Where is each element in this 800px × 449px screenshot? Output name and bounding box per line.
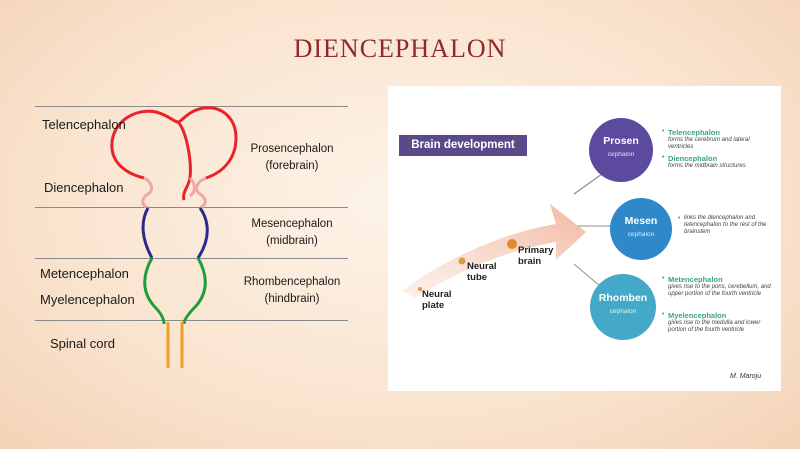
telencephalon-shape bbox=[110, 106, 238, 180]
label-telencephalon: Telencephalon bbox=[42, 117, 126, 132]
circle-prosen-label: Prosen bbox=[603, 135, 639, 147]
connector-rhomben bbox=[573, 263, 601, 287]
stage-neural-plate-line2: plate bbox=[422, 300, 445, 311]
rhombencephalon-shape-right bbox=[182, 257, 207, 325]
label-prosencephalon-group: Prosencephalon (forebrain) bbox=[240, 141, 344, 175]
desc-mesencephalon-text: links the diencephalon and telencephalon… bbox=[684, 215, 767, 235]
circle-rhombencephalon: Rhomben cephalon bbox=[590, 274, 656, 340]
desc-telencephalon-heading: Telencephalon bbox=[668, 128, 720, 137]
divider-midbrain bbox=[35, 258, 348, 259]
page-title: DIENCEPHALON bbox=[293, 34, 507, 63]
mesencephalon-shape-left bbox=[141, 207, 154, 259]
circle-prosen-sub: cephalon bbox=[607, 151, 635, 158]
divider-forebrain bbox=[35, 207, 348, 208]
bullet-icon: • bbox=[678, 215, 681, 222]
desc-mesencephalon: • links the diencephalon and telencephal… bbox=[678, 215, 776, 236]
desc-metencephalon-text: gives rise to the pons, cerebellum, and … bbox=[668, 284, 771, 297]
divider-top bbox=[35, 106, 348, 107]
dot-primary-brain bbox=[507, 239, 517, 249]
diencephalon-shape-left bbox=[141, 176, 153, 210]
desc-diencephalon-heading: Diencephalon bbox=[668, 154, 718, 163]
circle-rhomben-label: Rhomben bbox=[598, 292, 648, 304]
diencephalon-inner-left bbox=[176, 120, 192, 201]
diencephalon-shape-right bbox=[195, 176, 207, 210]
diencephalon-inner-pink bbox=[188, 176, 196, 198]
dot-neural-plate bbox=[418, 287, 422, 291]
circle-prosencephalon: Prosen cephalon bbox=[589, 118, 653, 182]
label-mesencephalon-group: Mesencephalon (midbrain) bbox=[240, 216, 344, 250]
development-arrow bbox=[402, 173, 614, 298]
author-signature: M. Maroju bbox=[730, 373, 762, 380]
label-rhombencephalon: Rhombencephalon bbox=[243, 276, 341, 288]
brain-development-panel: Brain development Neural plate Neural tu… bbox=[388, 86, 781, 391]
stage-neural-tube-line1: Neural bbox=[467, 261, 497, 272]
stage-neural-tube-line2: tube bbox=[467, 272, 488, 283]
label-mesencephalon: Mesencephalon bbox=[251, 218, 333, 230]
desc-diencephalon-text: forms the midbrain structures bbox=[668, 163, 746, 169]
dot-neural-tube bbox=[458, 257, 466, 265]
stage-primary-brain: Primary brain bbox=[518, 245, 553, 267]
divider-hindbrain bbox=[35, 320, 348, 321]
label-myelencephalon: Myelencephalon bbox=[40, 292, 135, 307]
bullet-icon: • bbox=[662, 154, 665, 161]
label-spinal-cord: Spinal cord bbox=[50, 336, 116, 351]
desc-telencephalon: • Telencephalon forms the cerebrum and l… bbox=[662, 128, 774, 151]
label-rhombencephalon-group: Rhombencephalon (hindbrain) bbox=[234, 274, 350, 308]
label-midbrain: (midbrain) bbox=[266, 235, 318, 247]
arrow-shape bbox=[402, 204, 586, 298]
desc-diencephalon: • Diencephalon forms the midbrain struct… bbox=[662, 154, 774, 170]
stage-neural-plate: Neural plate bbox=[422, 289, 452, 311]
desc-metencephalon-heading: Metencephalon bbox=[668, 275, 723, 284]
connector-prosen bbox=[573, 173, 603, 195]
desc-metencephalon: • Metencephalon gives rise to the pons, … bbox=[662, 275, 774, 298]
stage-neural-plate-line1: Neural bbox=[422, 289, 452, 300]
label-metencephalon: Metencephalon bbox=[40, 266, 129, 281]
label-diencephalon: Diencephalon bbox=[44, 180, 124, 195]
circle-mesencephalon: Mesen cephalon bbox=[610, 198, 672, 260]
label-forebrain: (forebrain) bbox=[265, 160, 319, 172]
mesencephalon-shape-right bbox=[196, 207, 209, 259]
label-hindbrain: (hindbrain) bbox=[264, 293, 320, 305]
stage-primary-brain-line1: Primary bbox=[518, 245, 554, 256]
stage-primary-brain-line2: brain bbox=[518, 256, 542, 267]
desc-myelencephalon-text: gives rise to the medulla and lower port… bbox=[668, 320, 761, 333]
circle-mesen-sub: cephalon bbox=[627, 231, 655, 238]
brain-development-heading: Brain development bbox=[399, 135, 527, 156]
neural-tube-diagram bbox=[110, 106, 238, 368]
stage-neural-tube: Neural tube bbox=[467, 261, 497, 283]
bullet-icon: • bbox=[662, 128, 665, 135]
circle-mesen-label: Mesen bbox=[624, 215, 658, 227]
bullet-icon: • bbox=[662, 311, 665, 318]
desc-telencephalon-text: forms the cerebrum and lateral ventricle… bbox=[668, 137, 750, 150]
rhombencephalon-shape-left bbox=[143, 257, 166, 325]
bullet-icon: • bbox=[662, 275, 665, 282]
label-prosencephalon: Prosencephalon bbox=[250, 143, 334, 155]
circle-rhomben-sub: cephalon bbox=[609, 308, 637, 315]
desc-myelencephalon-heading: Myelencephalon bbox=[668, 311, 727, 320]
desc-myelencephalon: • Myelencephalon gives rise to the medul… bbox=[662, 311, 774, 334]
